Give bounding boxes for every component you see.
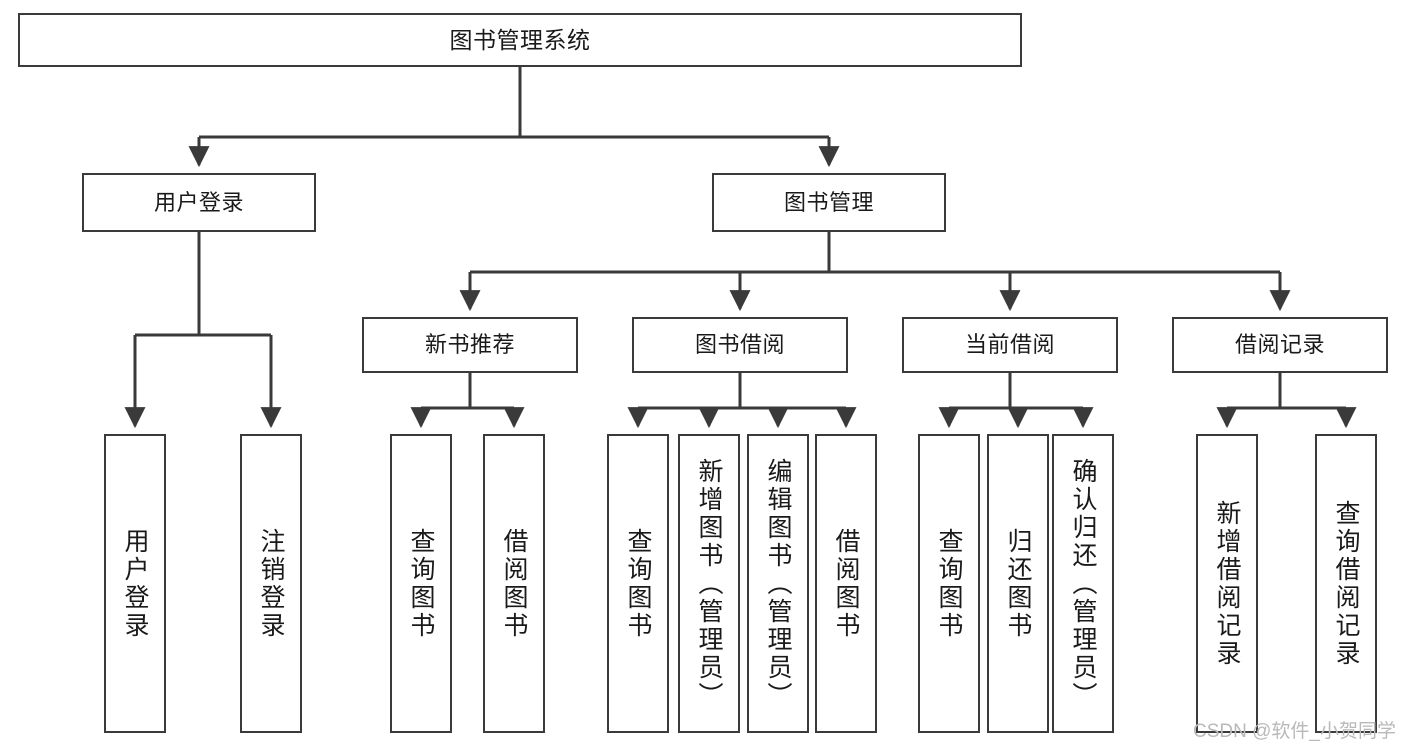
node-root[interactable]: 图书管理系统 [18,13,1022,67]
node-book-manage-label: 图书管理 [783,189,874,215]
node-leaf-edit-book[interactable]: 编辑图书（管理员） [747,434,809,733]
node-leaf-query-book-3[interactable]: 查询图书 [918,434,980,733]
node-leaf-return-book-label: 归还图书 [1004,527,1032,640]
node-leaf-add-book[interactable]: 新增图书（管理员） [678,434,740,733]
node-leaf-query-book-1[interactable]: 查询图书 [390,434,452,733]
watermark: CSDN @软件_小贺同学 [1193,721,1396,742]
node-book-borrow-label: 图书借阅 [694,332,785,357]
node-borrow-record[interactable]: 借阅记录 [1172,317,1388,373]
node-leaf-user-login[interactable]: 用户登录 [104,434,166,733]
node-user-login[interactable]: 用户登录 [82,173,316,232]
node-leaf-add-book-label: 新增图书（管理员） [695,457,723,710]
node-user-login-label: 用户登录 [153,189,244,215]
node-leaf-edit-book-label: 编辑图书（管理员） [764,457,792,710]
node-leaf-return-book[interactable]: 归还图书 [987,434,1049,733]
node-current-borrow-label: 当前借阅 [964,332,1055,357]
node-leaf-confirm-return-label: 确认归还（管理员） [1069,457,1097,710]
node-book-manage[interactable]: 图书管理 [712,173,946,232]
node-leaf-add-record-label: 新增借阅记录 [1213,499,1241,668]
node-book-borrow[interactable]: 图书借阅 [632,317,848,373]
node-leaf-borrow-book-2-label: 借阅图书 [832,527,860,640]
node-borrow-record-label: 借阅记录 [1234,332,1325,357]
node-leaf-logout[interactable]: 注销登录 [240,434,302,733]
node-leaf-add-record[interactable]: 新增借阅记录 [1196,434,1258,733]
node-new-book-rec-label: 新书推荐 [424,332,515,357]
node-leaf-query-book-2-label: 查询图书 [624,527,652,640]
node-leaf-logout-label: 注销登录 [257,527,285,640]
node-current-borrow[interactable]: 当前借阅 [902,317,1118,373]
node-leaf-query-book-3-label: 查询图书 [935,527,963,640]
node-leaf-borrow-book-1[interactable]: 借阅图书 [483,434,545,733]
node-root-label: 图书管理系统 [449,26,591,53]
node-leaf-query-book-2[interactable]: 查询图书 [607,434,669,733]
node-leaf-query-record-label: 查询借阅记录 [1332,499,1360,668]
node-leaf-user-login-label: 用户登录 [121,527,149,640]
node-leaf-borrow-book-2[interactable]: 借阅图书 [815,434,877,733]
node-new-book-rec[interactable]: 新书推荐 [362,317,578,373]
node-leaf-confirm-return[interactable]: 确认归还（管理员） [1052,434,1114,733]
node-leaf-borrow-book-1-label: 借阅图书 [500,527,528,640]
node-leaf-query-record[interactable]: 查询借阅记录 [1315,434,1377,733]
node-leaf-query-book-1-label: 查询图书 [407,527,435,640]
